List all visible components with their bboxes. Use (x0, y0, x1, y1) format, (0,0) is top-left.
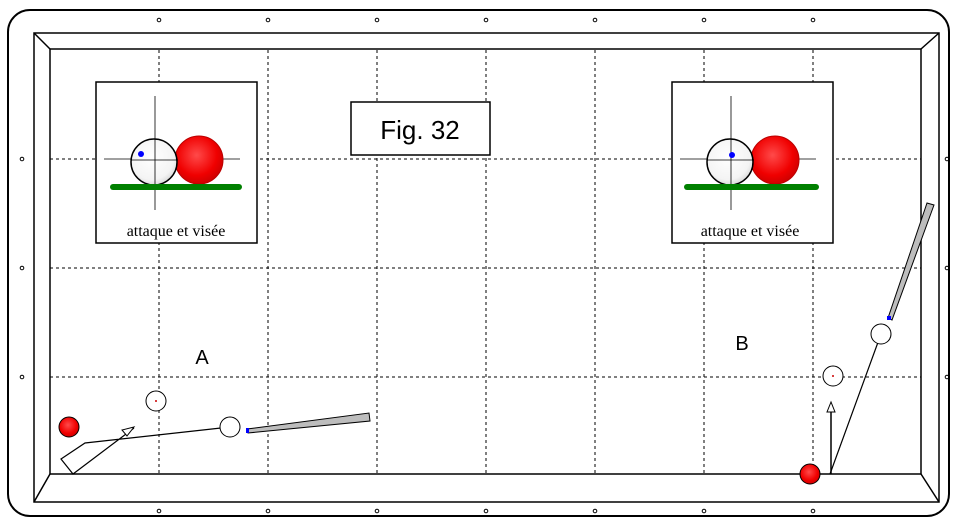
cue-ball-icon (706, 138, 754, 186)
diamond-top (483, 17, 489, 23)
red-ball-icon (750, 135, 800, 185)
diamond-bottom (483, 508, 489, 514)
inset-caption: attaque et visée (701, 223, 800, 240)
red-ball-icon (174, 135, 224, 185)
cue-ball-path-b (829, 333, 882, 475)
cue-ball-a (219, 416, 241, 438)
diamond-bottom (592, 508, 598, 514)
cloth-line (110, 184, 242, 190)
rail-outer (33, 32, 940, 503)
cue-tip-a (246, 428, 249, 433)
figure-label-box: Fig. 32 (350, 101, 491, 156)
diamond-top (374, 17, 380, 23)
cue-tip-b (887, 316, 891, 320)
diamond-right (944, 265, 950, 271)
rail-diamonds (19, 17, 950, 514)
cloth-line (684, 184, 819, 190)
cue-ball-icon (130, 138, 178, 186)
shot-a-label: A (195, 347, 209, 369)
cushion-inner (49, 48, 922, 475)
red-ball-a (58, 416, 80, 438)
diamond-right (944, 374, 950, 380)
contact-point-dot (138, 151, 144, 157)
shot-a: A (58, 347, 371, 475)
object-ball-a-center (155, 400, 157, 402)
arrow-head-a (121, 426, 136, 437)
diamond-top (156, 17, 162, 23)
figure-label: Fig. 32 (380, 115, 460, 145)
diamond-bottom (265, 508, 271, 514)
red-ball-b (799, 463, 821, 485)
diamond-bottom (156, 508, 162, 514)
contact-point-dot (729, 152, 735, 158)
shot-b-label: B (735, 333, 748, 355)
diamond-top (810, 17, 816, 23)
diamond-bottom (374, 508, 380, 514)
object-ball-b-center (832, 375, 834, 377)
arrow-head-b (826, 400, 836, 413)
shot-b: B (735, 202, 935, 485)
diamond-left (19, 265, 25, 271)
diamond-right (944, 156, 950, 162)
inset-aim-diagram-left: attaque et visée (95, 81, 258, 244)
diamond-bottom (701, 508, 707, 514)
diamond-top (701, 17, 707, 23)
cue-ball-b (870, 323, 892, 345)
diamond-left (19, 156, 25, 162)
diamond-left (19, 374, 25, 380)
cue-ball-path-a (60, 426, 231, 475)
inset-aim-diagram-right: attaque et visée (671, 81, 834, 244)
diamond-top (592, 17, 598, 23)
rail-corners (33, 32, 940, 503)
diamond-bottom (810, 508, 816, 514)
diamond-top (265, 17, 271, 23)
inset-caption: attaque et visée (127, 223, 226, 240)
